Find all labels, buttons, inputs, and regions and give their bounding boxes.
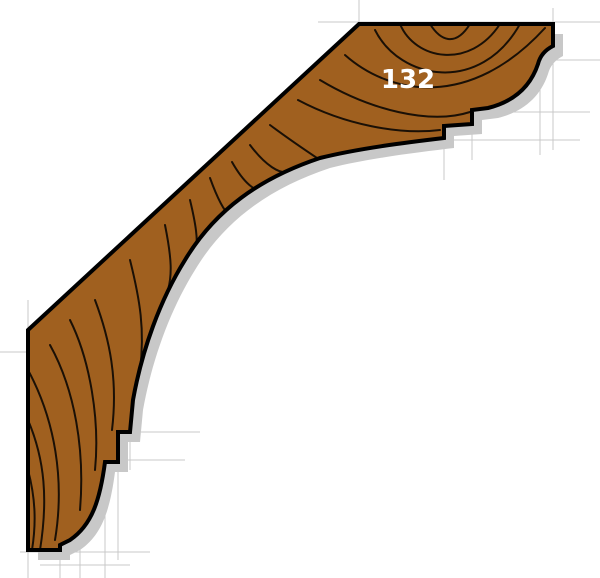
- profile-number: 132: [381, 65, 435, 95]
- molding-profile-outline: [26, 22, 555, 552]
